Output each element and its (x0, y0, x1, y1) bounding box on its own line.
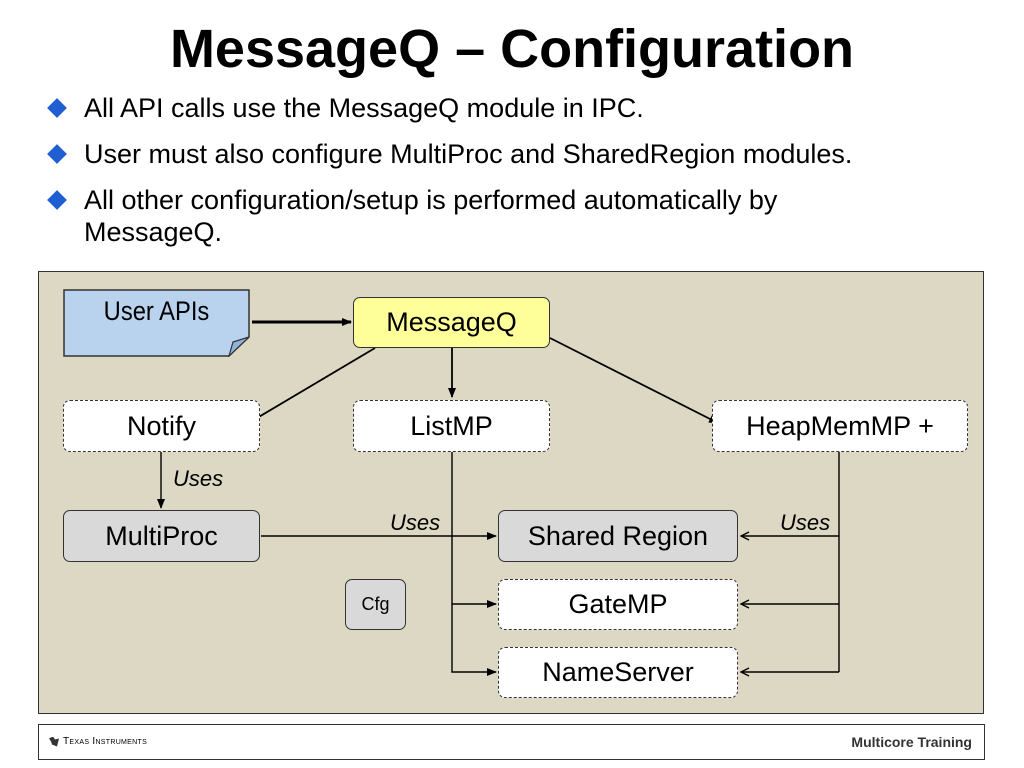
listmp-node: ListMP (353, 400, 550, 452)
bullet-item: All other configuration/setup is perform… (47, 184, 904, 248)
user-apis-document-icon (63, 289, 250, 357)
arrow-messageq-heapmemmp (549, 337, 719, 424)
bullet-text: User must also configure MultiProc and S… (84, 139, 853, 169)
footer-bar: Texas Instruments Multicore Training (38, 724, 985, 760)
ti-logo-icon (49, 736, 59, 747)
course-name: Multicore Training (851, 734, 972, 750)
bullet-text: All API calls use the MessageQ module in… (84, 93, 644, 123)
company-name: Texas Instruments (63, 736, 148, 747)
messageq-node: MessageQ (353, 297, 550, 348)
line-listmp-nameserver (451, 604, 497, 676)
bullet-text: All other configuration/setup is perform… (84, 185, 778, 247)
bullet-list: All API calls use the MessageQ module in… (47, 92, 1008, 262)
arrow-messageq-notify (246, 347, 376, 425)
bullet-item: All API calls use the MessageQ module in… (47, 92, 1008, 124)
uses-label-notify: Uses (173, 466, 224, 491)
shared-region-node: Shared Region (498, 510, 738, 562)
uses-label-heap: Uses (780, 510, 831, 535)
uses-label-multiproc: Uses (390, 510, 441, 535)
bullet-item: User must also configure MultiProc and S… (47, 138, 1008, 170)
line-listmp-gatemp (451, 452, 497, 608)
gatemp-node: GateMP (498, 579, 738, 630)
slide-title: MessageQ – Configuration (169, 19, 855, 79)
notify-node: Notify (63, 400, 260, 452)
heapmemmp-node: HeapMemMP + (712, 400, 968, 452)
user-apis-label: User APIs (103, 296, 210, 326)
cfg-node: Cfg (345, 579, 406, 630)
nameserver-node: NameServer (498, 647, 738, 698)
ti-brand: Texas Instruments (49, 736, 147, 747)
multiproc-node: MultiProc (63, 510, 260, 562)
